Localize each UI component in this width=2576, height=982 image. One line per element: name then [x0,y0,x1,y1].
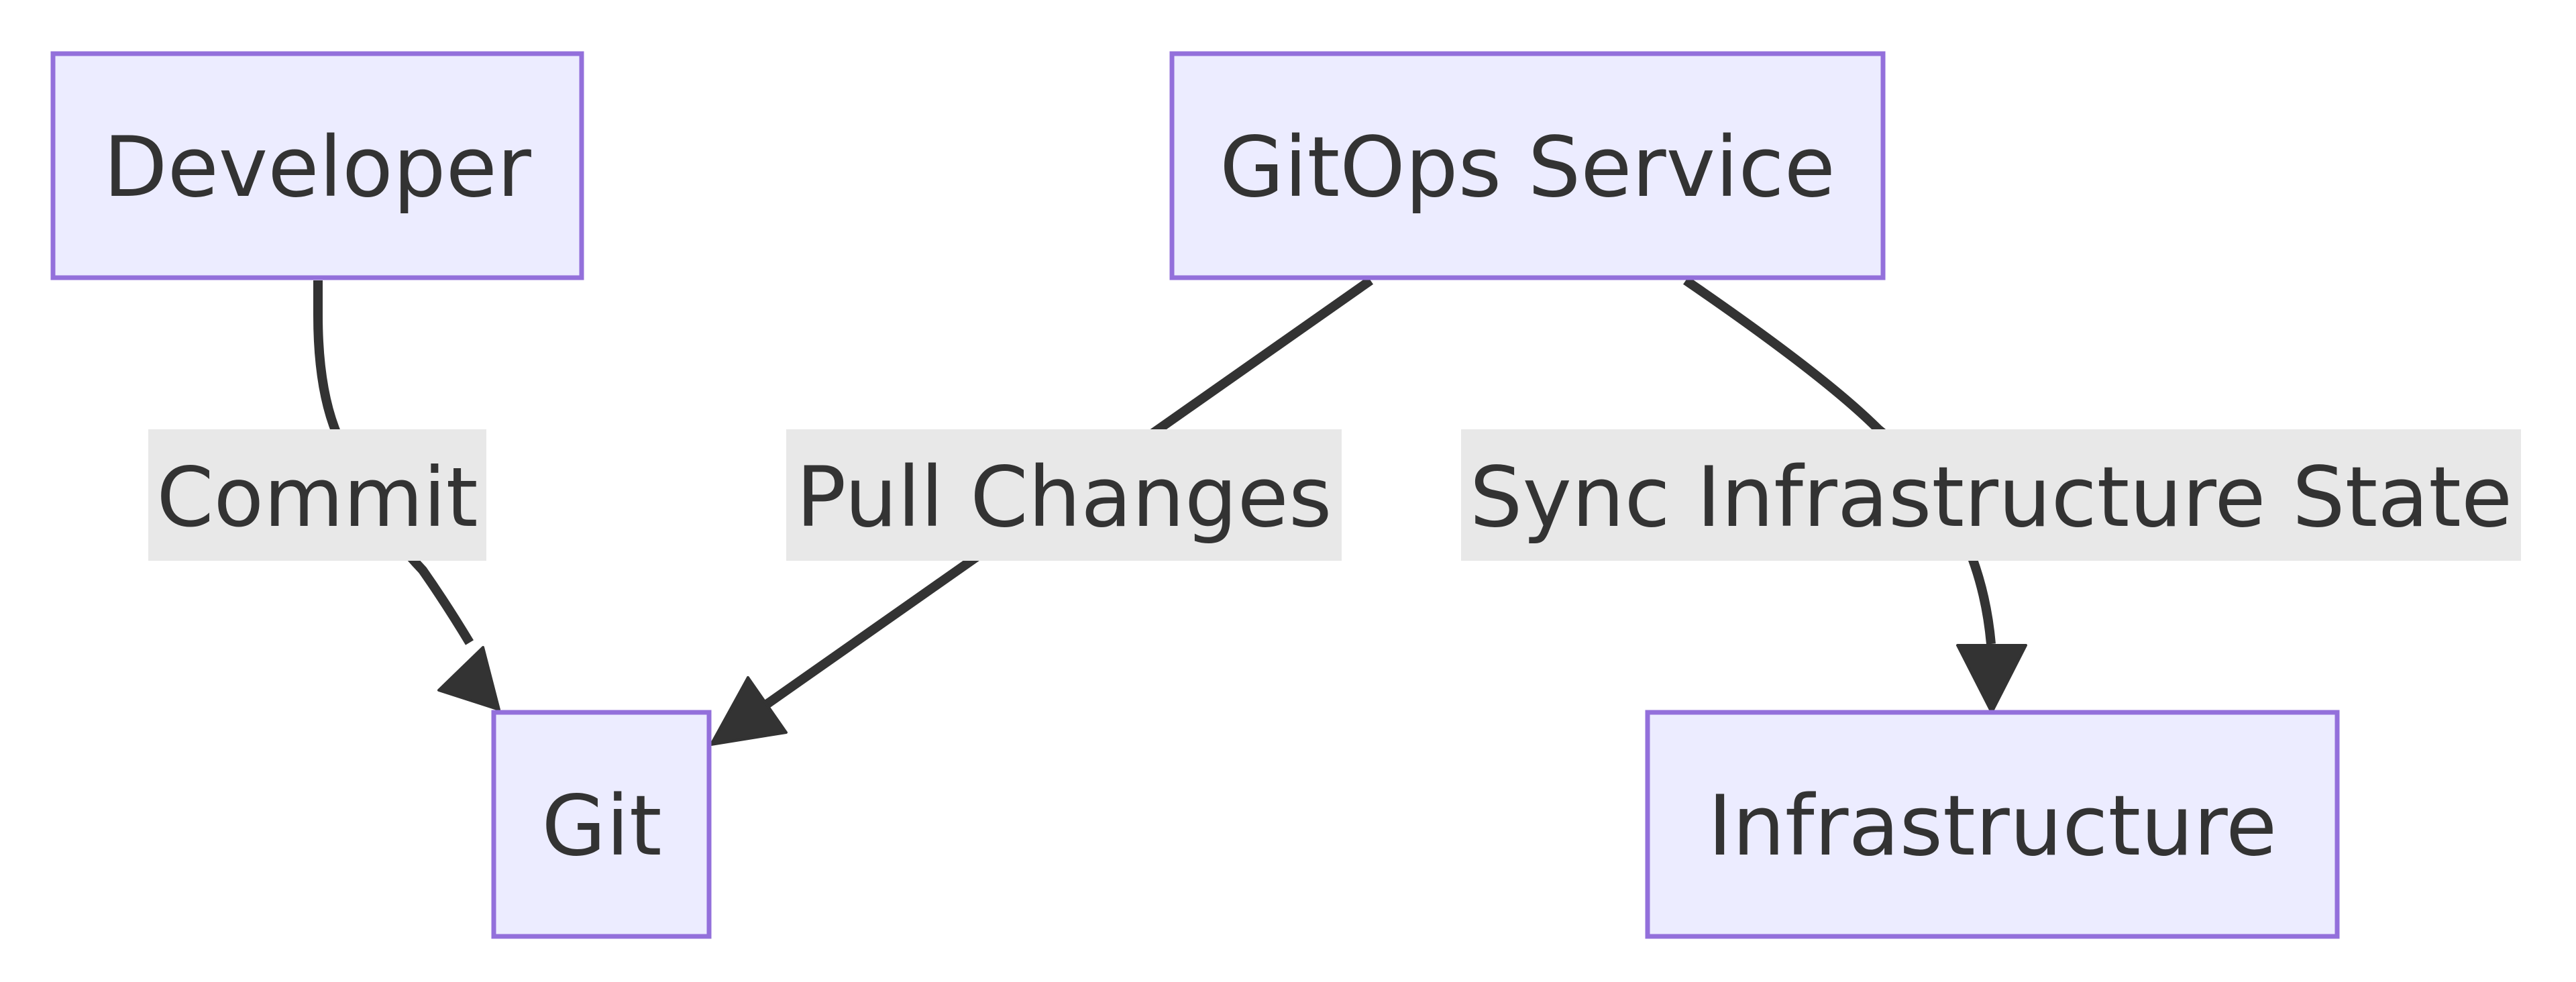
node-gitops-service: GitOps Service [1169,51,1886,280]
edge-label-pull-changes: Pull Changes [786,429,1342,561]
arrowhead-commit [437,646,500,711]
node-gitops-service-label: GitOps Service [1220,119,1835,216]
node-git-box [491,710,712,939]
node-git-label: Git [541,778,661,875]
node-infrastructure: Infrastructure [1645,710,2340,939]
arrowhead-sync-infrastructure [1956,644,2027,714]
node-infrastructure-box [1645,710,2340,939]
edge-label-pull-changes-background [786,429,1342,561]
node-developer-label: Developer [103,119,531,216]
node-git: Git [491,710,712,939]
edge-label-sync-infrastructure: Sync Infrastructure State [1461,429,2521,561]
edge-label-sync-infrastructure-background [1461,429,2521,561]
node-developer-box [50,51,584,280]
edge-label-pull-changes-text: Pull Changes [796,449,1332,546]
node-gitops-service-box [1169,51,1886,280]
edge-label-commit: Commit [148,429,486,561]
edge-label-commit-background [148,429,486,561]
node-developer: Developer [50,51,584,280]
edge-label-sync-infrastructure-text: Sync Infrastructure State [1470,449,2512,546]
node-infrastructure-label: Infrastructure [1708,778,2277,875]
edge-label-commit-text: Commit [156,450,478,545]
arrowhead-pull-changes [710,676,788,746]
